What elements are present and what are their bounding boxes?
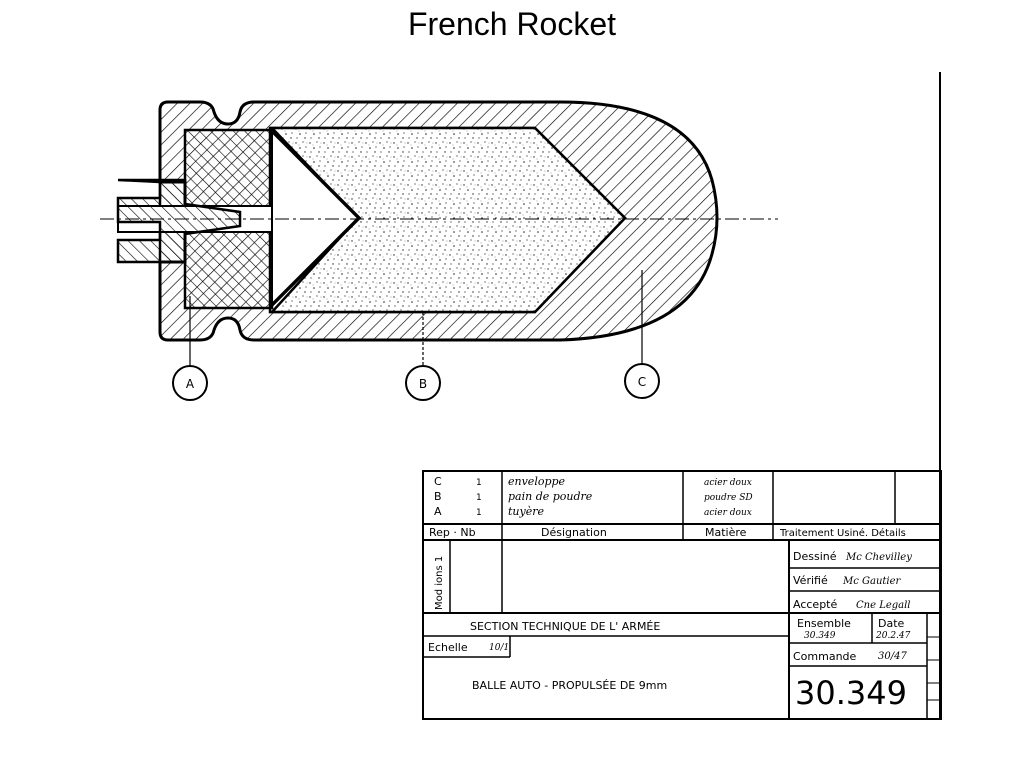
part-a-matiere: acier doux — [704, 508, 752, 518]
part-c-matiere: acier doux — [704, 478, 752, 488]
signature-checked-name: Mc Gautier — [842, 576, 902, 587]
echelle-value: 10/1 — [489, 643, 509, 653]
nozzle-stub — [116, 178, 242, 264]
signature-checked-role: Vérifié — [793, 574, 828, 587]
part-a-rep: A — [434, 505, 442, 518]
parts-list: C 1 enveloppe acier doux B 1 pain de pou… — [434, 475, 753, 518]
drawing-number: 30.349 — [795, 674, 907, 712]
signature-accepted-name: Cne Legall — [856, 600, 911, 611]
echelle-label: Echelle — [428, 641, 468, 654]
part-a-nb: 1 — [476, 508, 482, 518]
item-title: BALLE AUTO - PROPULSÉE DE 9mm — [472, 679, 667, 692]
title-block — [422, 470, 942, 720]
header-matiere: Matière — [705, 526, 747, 539]
commande-label: Commande — [793, 650, 857, 663]
commande-value: 30/47 — [878, 651, 907, 662]
header-traitement: Traitement Usiné. Détails — [779, 527, 906, 539]
callout-b-label: B — [419, 377, 427, 391]
date-value: 20.2.47 — [875, 631, 911, 641]
signature-drawn-role: Dessiné — [793, 550, 837, 563]
callout-b: B — [405, 365, 441, 401]
ensemble-label: Ensemble — [797, 617, 851, 630]
column-headers: Rep · Nb Désignation Matière Traitement … — [429, 526, 906, 539]
part-b-designation: pain de poudre — [508, 490, 593, 503]
callout-c-label: C — [638, 375, 646, 389]
part-c-designation: enveloppe — [508, 475, 566, 488]
date-label: Date — [878, 617, 905, 630]
slide-title: French Rocket — [407, 6, 617, 42]
part-b-matiere: poudre SD — [704, 493, 753, 503]
title-block-text: SECTION TECHNIQUE DE L' ARMÉE Echelle 10… — [428, 617, 911, 712]
part-b-nb: 1 — [476, 493, 482, 503]
signatures: Dessiné Mc Chevilley Vérifié Mc Gautier … — [793, 550, 912, 611]
ensemble-value: 30.349 — [804, 631, 836, 641]
signature-drawn-name: Mc Chevilley — [845, 552, 912, 563]
part-c-rep: C — [434, 475, 442, 488]
header-designation: Désignation — [541, 526, 607, 539]
callout-c: C — [624, 363, 660, 399]
signature-accepted-role: Accepté — [793, 598, 837, 611]
part-c-nb: 1 — [476, 478, 482, 488]
header-rep-nb: Rep · Nb — [429, 526, 476, 539]
callout-a: A — [172, 365, 208, 401]
modifications-label: Mod ions 1 — [434, 556, 445, 610]
part-b-rep: B — [434, 490, 442, 503]
callout-a-label: A — [186, 377, 195, 391]
nozzle-cone — [271, 129, 360, 307]
organization-label: SECTION TECHNIQUE DE L' ARMÉE — [470, 620, 660, 633]
part-a-designation: tuyère — [508, 505, 544, 518]
